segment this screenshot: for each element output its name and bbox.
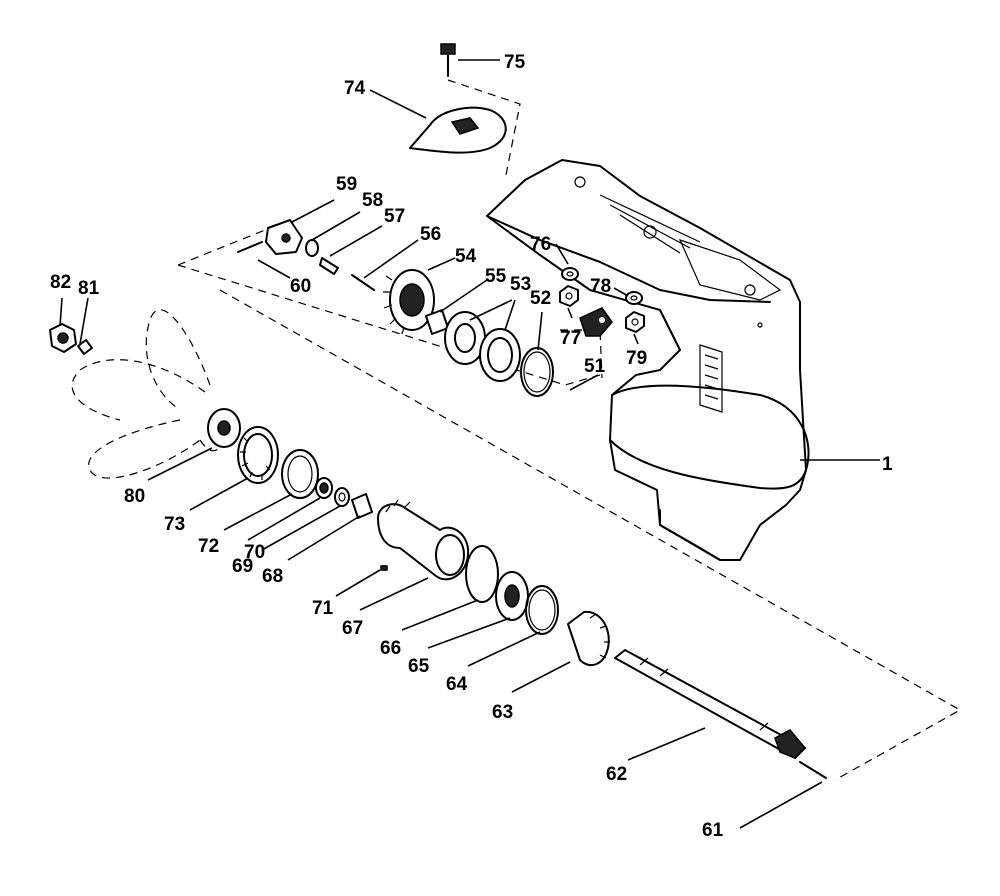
- washer-76: [561, 267, 579, 281]
- spring-57: [319, 257, 339, 275]
- callout-80: 80: [124, 486, 145, 507]
- callout-51: 51: [584, 356, 606, 377]
- callout-67: 67: [342, 618, 363, 639]
- tapered-bearing-53: [444, 311, 486, 365]
- forward-gear-54: [383, 269, 435, 335]
- shift-clutch-59: [265, 219, 303, 255]
- callout-58: 58: [362, 190, 383, 211]
- propeller-shaft-62: [614, 649, 807, 759]
- callout-59: 59: [336, 174, 357, 195]
- callout-78: 78: [590, 276, 611, 297]
- callout-70: 70: [244, 542, 265, 563]
- callout-71: 71: [312, 598, 334, 619]
- callout-65: 65: [408, 656, 430, 677]
- assembly-dashed-lines: [177, 79, 962, 781]
- callout-76: 76: [530, 234, 551, 255]
- callout-79: 79: [626, 348, 647, 369]
- retaining-ring-72: [281, 449, 319, 499]
- bearing-race-53: [479, 328, 521, 382]
- retainer-58: [305, 239, 319, 257]
- callout-54: 54: [455, 246, 477, 267]
- callout-61: 61: [702, 820, 724, 841]
- callout-55: 55: [485, 266, 507, 287]
- callout-77: 77: [560, 328, 581, 349]
- thrust-washer-80: [207, 408, 241, 448]
- washer-78: [625, 291, 643, 305]
- callout-53: 53: [510, 274, 531, 295]
- callout-75: 75: [504, 52, 526, 73]
- bearing-carrier-67: [377, 499, 470, 581]
- callout-62: 62: [606, 764, 627, 785]
- callout-69: 69: [232, 556, 253, 577]
- stud-61: [799, 761, 827, 779]
- shim-ring-52: [520, 347, 554, 397]
- callout-64: 64: [446, 674, 468, 695]
- callout-1: 1: [882, 454, 893, 475]
- seal-70: [315, 477, 333, 499]
- callout-52: 52: [530, 288, 551, 309]
- bolt-75: [440, 43, 456, 77]
- seal-69: [334, 487, 350, 507]
- callout-labels: 1 51 52 53 54 55 56 57 58 59 60 61 62 63…: [50, 52, 893, 841]
- bearing-65: [495, 571, 529, 621]
- callout-60: 60: [290, 276, 311, 297]
- callout-68: 68: [262, 566, 283, 587]
- callout-73: 73: [164, 514, 185, 535]
- gear-housing: [486, 159, 810, 561]
- pin-71: [380, 565, 388, 571]
- callout-66: 66: [380, 638, 401, 659]
- callout-56: 56: [420, 224, 441, 245]
- pin-60: [237, 241, 263, 253]
- callout-74: 74: [344, 78, 366, 99]
- leader-lines: [59, 59, 880, 829]
- nut-77: [559, 285, 579, 307]
- trim-tab-cover: [409, 106, 507, 154]
- tab-washer-81: [77, 339, 93, 355]
- bearing-68: [351, 493, 373, 519]
- callout-81: 81: [78, 278, 100, 299]
- prop-nut-82: [49, 323, 77, 353]
- nut-79: [625, 311, 645, 333]
- o-ring-66: [465, 545, 499, 603]
- spline-ring-73: [237, 426, 279, 484]
- bracket-51: [579, 307, 613, 337]
- shim-64: [525, 585, 559, 635]
- callout-63: 63: [492, 702, 513, 723]
- callout-57: 57: [384, 206, 405, 227]
- reverse-gear-63: [567, 610, 610, 667]
- callout-72: 72: [198, 536, 219, 557]
- callout-82: 82: [50, 272, 71, 293]
- shaft-56: [351, 274, 375, 291]
